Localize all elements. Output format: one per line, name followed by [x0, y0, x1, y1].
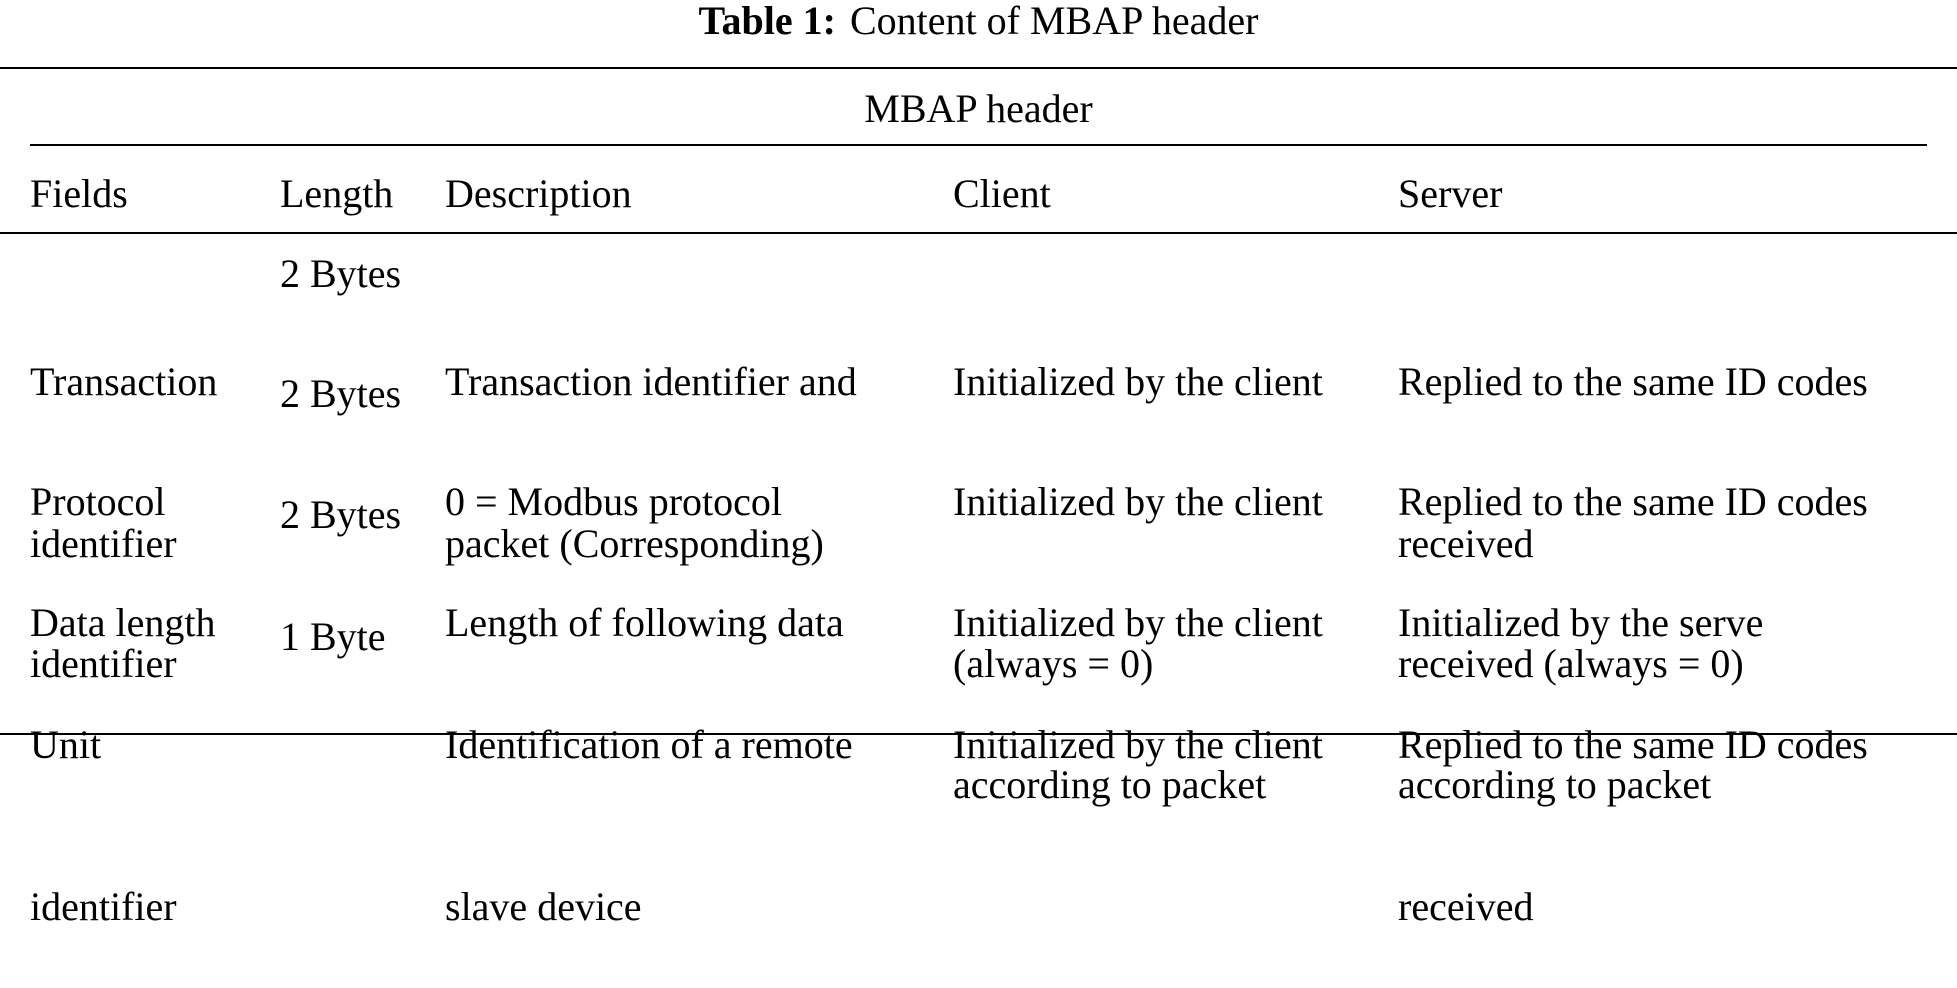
table-cell-description: Identification of a remote slave device [445, 610, 853, 988]
cell-line: Length of following data [445, 600, 844, 645]
table-cell-length: 1 Byte [280, 614, 386, 659]
cell-line: received [1398, 521, 1534, 566]
column-header-fields: Fields [30, 171, 128, 216]
table-cell-fields: Protocol identifier [30, 367, 177, 745]
top-rule [0, 67, 1957, 69]
bottom-rule [0, 733, 1957, 735]
cell-line: Replied to the same ID codes [1398, 359, 1868, 404]
cell-line: Initialized by the client [953, 359, 1323, 404]
table-cell-length: 2 Bytes [280, 492, 402, 537]
table-cell-fields: Data length [30, 488, 216, 704]
table-cell-length: 2 Bytes [280, 371, 402, 416]
header-rule [0, 232, 1957, 234]
cell-line: Unit [30, 722, 102, 767]
table-caption-text: Content of MBAP header [849, 0, 1259, 43]
cell-line: Initialized by the client [953, 722, 1323, 767]
table-cell-description: 0 = Modbus protocol [445, 367, 782, 583]
cell-line: identifier [30, 521, 177, 566]
table-cell-client: Initialized by the client [953, 247, 1323, 463]
table-caption-label: Table 1: [698, 0, 836, 43]
cell-line: Initialized by the serve [1398, 600, 1764, 645]
cell-line: Protocol [30, 479, 166, 524]
cell-line: identifier [30, 641, 177, 686]
table-cell-client: Initialized by the client (always = 0) [953, 367, 1323, 745]
cell-line: Identification of a remote [445, 722, 853, 767]
cell-line: Transaction [30, 359, 218, 404]
cell-line: 0 = Modbus protocol [445, 479, 782, 524]
cell-line: Initialized by the client [953, 600, 1323, 645]
table-cell-description: Transaction identifier and packet (Corre… [445, 247, 857, 625]
table-cell-server: Replied to the same ID codes received [1398, 610, 1868, 988]
column-header-length: Length [280, 171, 394, 216]
cell-line: Replied to the same ID codes [1398, 722, 1868, 767]
table-caption: Table 1: Content of MBAP header [0, 0, 1957, 42]
table-cell-length: 2 Bytes [280, 251, 402, 296]
cell-line: slave device [445, 884, 642, 929]
column-header-server: Server [1398, 171, 1503, 216]
cell-line: Data length [30, 600, 216, 645]
table-cell-description: Length of following data [445, 488, 844, 704]
column-header-description: Description [445, 171, 632, 216]
cell-line: packet (Corresponding) [445, 521, 824, 566]
group-header-rule [30, 144, 1927, 146]
cell-line: Replied to the same ID codes [1398, 479, 1868, 524]
cell-line: (always = 0) [953, 641, 1154, 686]
table-cell-client: Initialized by the client [953, 610, 1323, 826]
cell-line: Transaction identifier and [445, 359, 857, 404]
table-cell-server: Replied to the same ID codes received (a… [1398, 367, 1868, 745]
table-cell-fields: Transaction identifier [30, 247, 217, 625]
table-cell-fields: Unit identifier [30, 610, 177, 988]
cell-line: received (always = 0) [1398, 641, 1744, 686]
cell-line: Initialized by the client [953, 479, 1323, 524]
table-cell-server: Replied to the same ID codes received [1398, 247, 1868, 625]
cell-line: received [1398, 884, 1534, 929]
column-header-client: Client [953, 171, 1051, 216]
group-header: MBAP header [864, 86, 1093, 131]
cell-line: identifier [30, 884, 177, 929]
